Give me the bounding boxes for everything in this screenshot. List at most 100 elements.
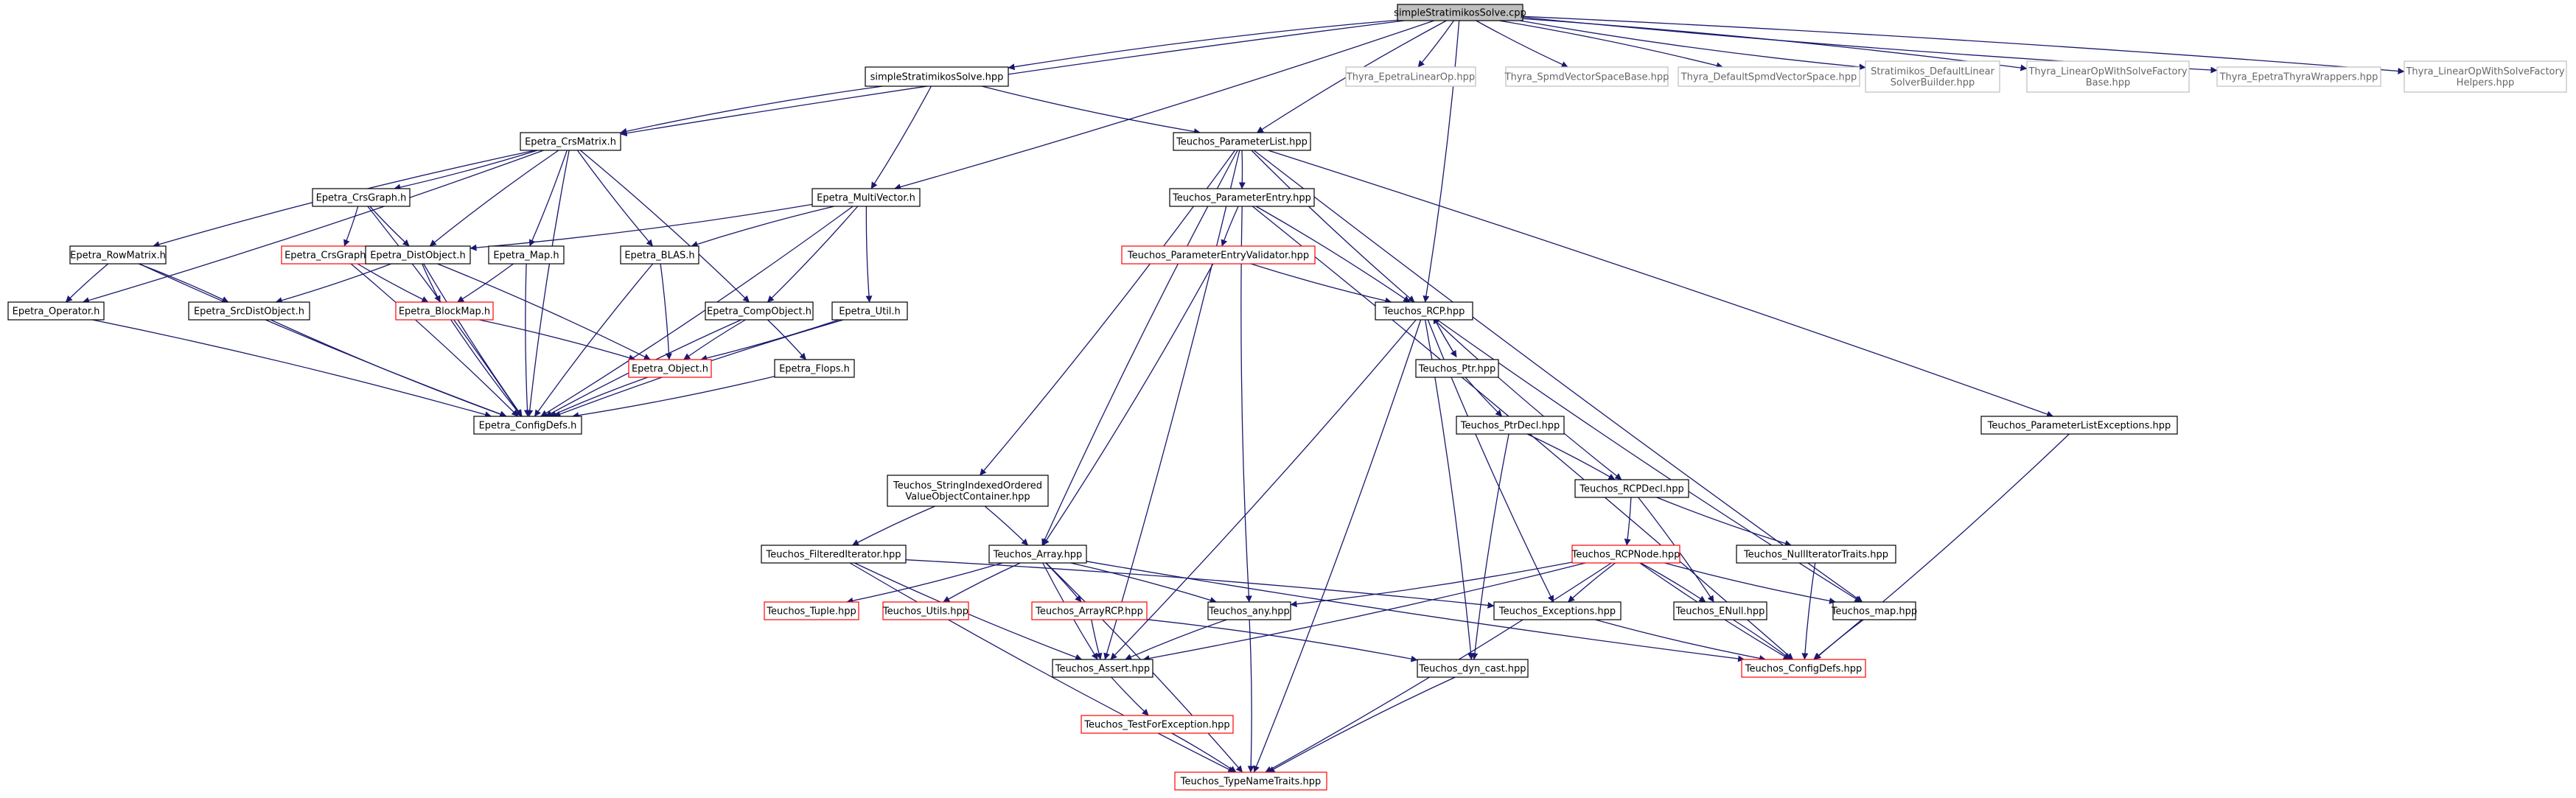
node-box	[1678, 66, 1860, 87]
edge-any-to-assert	[1125, 619, 1227, 660]
node-paramEntryValidator[interactable]: Teuchos_ParameterEntryValidator.hpp	[1121, 245, 1316, 265]
node-box	[312, 188, 411, 207]
edge-rcpDecl-to-nullIter	[1656, 497, 1792, 547]
node-crsMatrix[interactable]: Epetra_CrsMatrix.h	[520, 132, 621, 151]
node-blockMap[interactable]: Epetra_BlockMap.h	[395, 301, 494, 321]
node-testForExc[interactable]: Teuchos_TestForException.hpp	[1081, 715, 1234, 734]
node-label: Teuchos_Utils.hpp	[882, 606, 968, 617]
node-paramEntry[interactable]: Teuchos_ParameterEntry.hpp	[1169, 188, 1315, 207]
node-label: Epetra_DistObject.h	[370, 251, 466, 262]
node-map[interactable]: Epetra_Map.h	[488, 245, 565, 265]
edge-crsGraphData-to-configDefsE	[350, 263, 519, 417]
node-label: Base.hpp	[2086, 77, 2131, 88]
node-box	[1417, 659, 1529, 678]
edge-root-to-thyraEpetraLinOp	[1417, 20, 1455, 68]
node-label: Teuchos_ParameterListExceptions.hpp	[1987, 421, 2171, 432]
node-rcpDecl[interactable]: Teuchos_RCPDecl.hpp	[1574, 479, 1689, 498]
edge-paramListExc-to-configDefsT	[1813, 433, 2070, 660]
edge-root-to-crsMatrix	[620, 20, 1405, 137]
node-thyraSpmdVSB: Thyra_SpmdVectorSpaceBase.hpp	[1504, 66, 1669, 87]
node-compObject[interactable]: Epetra_CompObject.h	[705, 301, 814, 321]
node-rcp[interactable]: Teuchos_RCP.hpp	[1375, 301, 1473, 321]
node-label: Teuchos_TypeNameTraits.hpp	[1180, 777, 1322, 788]
edge-multiVector-to-blas	[691, 206, 835, 248]
edge-root-to-stratDefLSB	[1519, 20, 1866, 71]
node-arrayRCP[interactable]: Teuchos_ArrayRCP.hpp	[1031, 601, 1148, 620]
node-flops[interactable]: Epetra_Flops.h	[774, 359, 855, 378]
edge-strIdx-to-array	[984, 505, 1029, 546]
edge-rcpNode-to-assert	[1142, 562, 1586, 662]
edge-compObject-to-object	[683, 319, 746, 360]
edge-crsGraph-to-distObject	[369, 206, 410, 247]
node-label: Teuchos_NullIteratorTraits.hpp	[1743, 550, 1888, 561]
node-typeNameTraits[interactable]: Teuchos_TypeNameTraits.hpp	[1174, 771, 1327, 791]
node-ptr[interactable]: Teuchos_Ptr.hpp	[1415, 359, 1499, 378]
node-configDefsE[interactable]: Epetra_ConfigDefs.h	[473, 416, 582, 435]
node-label: Epetra_Flops.h	[779, 364, 850, 375]
node-label: simpleStratimikosSolve.hpp	[870, 72, 1004, 83]
node-any[interactable]: Teuchos_any.hpp	[1207, 601, 1291, 620]
node-label: Helpers.hpp	[2457, 77, 2515, 88]
node-crsGraph[interactable]: Epetra_CrsGraph.h	[312, 188, 411, 207]
node-filteredIter[interactable]: Teuchos_FilteredIterator.hpp	[761, 545, 907, 564]
node-object[interactable]: Epetra_Object.h	[628, 359, 712, 378]
node-configDefsT[interactable]: Teuchos_ConfigDefs.hpp	[1741, 659, 1866, 678]
node-tuple[interactable]: Teuchos_Tuple.hpp	[764, 601, 859, 620]
edge-arrayRCP-to-assert	[1091, 619, 1103, 660]
edge-rcpNode-to-exceptions	[1568, 562, 1616, 603]
node-box	[1865, 60, 2000, 93]
node-array[interactable]: Teuchos_Array.hpp	[988, 545, 1087, 564]
node-blas[interactable]: Epetra_BLAS.h	[620, 245, 699, 265]
edge-nullIter-to-configDefsT	[1801, 562, 1816, 660]
node-utils[interactable]: Teuchos_Utils.hpp	[882, 601, 969, 620]
node-srcDistObject[interactable]: Epetra_SrcDistObject.h	[188, 301, 310, 321]
node-strIdx[interactable]: Teuchos_StringIndexedOrderedValueObjectC…	[887, 475, 1049, 507]
node-dynCast[interactable]: Teuchos_dyn_cast.hpp	[1417, 659, 1529, 678]
node-tmap[interactable]: Teuchos_map.hpp	[1831, 601, 1917, 620]
node-label: ValueObjectContainer.hpp	[905, 491, 1030, 503]
node-ptrDecl[interactable]: Teuchos_PtrDecl.hpp	[1456, 416, 1565, 435]
node-label: Teuchos_Exceptions.hpp	[1498, 606, 1616, 617]
node-box	[620, 245, 699, 265]
node-box	[811, 188, 921, 207]
node-thyraEpetraLinOp: Thyra_EpetraLinearOp.hpp	[1345, 66, 1476, 87]
node-box	[69, 245, 167, 265]
node-nullIter[interactable]: Teuchos_NullIteratorTraits.hpp	[1736, 545, 1896, 564]
edge-filteredIter-to-exceptions	[905, 559, 1495, 609]
edge-blas-to-object	[660, 263, 672, 360]
edge-srcDistObject-to-configDefsE	[270, 319, 507, 418]
node-label: Epetra_BlockMap.h	[399, 307, 490, 318]
edge-paramList-to-paramEntry	[1238, 150, 1246, 189]
node-paramList[interactable]: Teuchos_ParameterList.hpp	[1173, 132, 1311, 151]
node-label: Teuchos_ParameterList.hpp	[1176, 137, 1308, 148]
node-box	[1397, 4, 1523, 21]
node-paramListExc[interactable]: Teuchos_ParameterListExceptions.hpp	[1980, 416, 2178, 435]
edge-rcp-to-rcpDecl	[1434, 319, 1622, 480]
node-rcpNode[interactable]: Teuchos_RCPNode.hpp	[1571, 545, 1680, 564]
edge-paramEntryValidator-to-rcp	[1250, 263, 1392, 304]
node-hpp[interactable]: simpleStratimikosSolve.hpp	[865, 66, 1009, 87]
node-rowMatrix[interactable]: Epetra_RowMatrix.h	[69, 245, 167, 265]
node-box	[365, 245, 471, 265]
node-assert[interactable]: Teuchos_Assert.hpp	[1052, 659, 1153, 678]
node-label: Thyra_SpmdVectorSpaceBase.hpp	[1504, 72, 1669, 83]
node-exceptions[interactable]: Teuchos_Exceptions.hpp	[1493, 601, 1622, 620]
node-label: Teuchos_Ptr.hpp	[1418, 364, 1496, 375]
node-multiVector[interactable]: Epetra_MultiVector.h	[811, 188, 921, 207]
node-box	[761, 545, 907, 564]
edge-exceptions-to-configDefsT	[1595, 619, 1767, 662]
edge-operator-to-configDefsE	[92, 319, 492, 419]
edge-enull-to-configDefsT	[1733, 619, 1791, 660]
node-label: Epetra_Operator.h	[13, 307, 100, 318]
node-util[interactable]: Epetra_Util.h	[831, 301, 908, 321]
edge-root-to-thyraLOWSFH	[1522, 15, 2405, 74]
node-label: Teuchos_ENull.hpp	[1675, 606, 1765, 617]
edge-crsMatrix-to-distObject	[429, 150, 559, 247]
node-box	[1673, 601, 1767, 620]
node-operator[interactable]: Epetra_Operator.h	[7, 301, 105, 321]
node-enull[interactable]: Teuchos_ENull.hpp	[1673, 601, 1767, 620]
node-distObject[interactable]: Epetra_DistObject.h	[365, 245, 471, 265]
node-box	[1505, 66, 1669, 87]
edge-rcpNode-to-tmap	[1664, 562, 1836, 604]
edge-distObject-to-object	[437, 263, 651, 360]
